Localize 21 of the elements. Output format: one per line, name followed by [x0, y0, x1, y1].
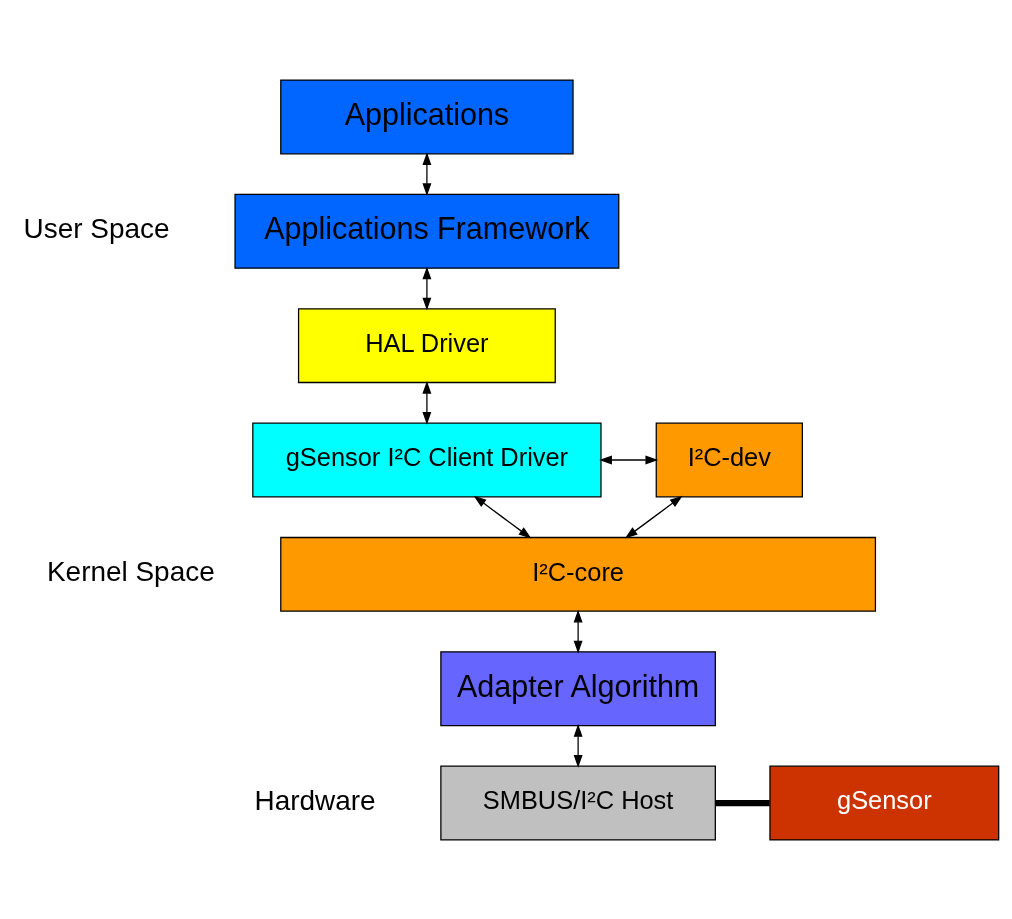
arrow — [422, 266, 432, 310]
node-box: gSensor I²C Client Driver — [252, 422, 602, 497]
arrow — [422, 151, 432, 196]
node-box: I²C-core — [280, 536, 877, 612]
node-box: I²C-dev — [655, 422, 803, 497]
arrow — [599, 455, 659, 464]
arrow — [422, 380, 432, 425]
connector — [715, 799, 770, 806]
node-box: Applications — [280, 78, 574, 154]
node-box: Adapter Algorithm — [440, 650, 716, 726]
node-box: gSensor — [769, 765, 1000, 841]
arrow — [573, 723, 583, 768]
arrow — [624, 495, 683, 538]
label: Hardware — [254, 784, 376, 816]
node-box: SMBUS/I²C Host — [440, 765, 716, 841]
label: User Space — [23, 212, 170, 244]
node-box: Applications Framework — [234, 193, 620, 269]
node-box: HAL Driver — [297, 307, 556, 383]
label: Kernel Space — [46, 555, 215, 587]
arrow — [473, 495, 532, 538]
arrow — [573, 609, 583, 653]
